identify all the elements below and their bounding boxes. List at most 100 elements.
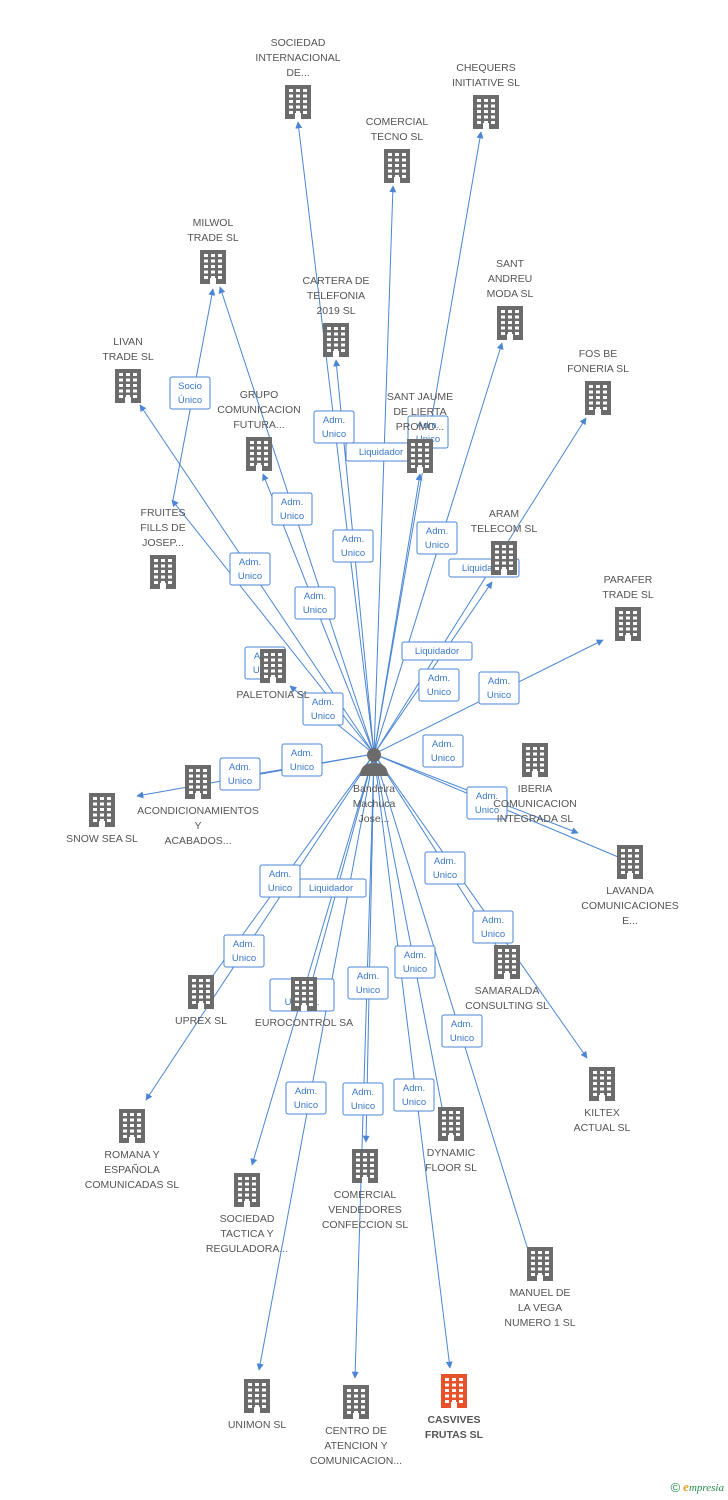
copyright-symbol: © [670,1479,681,1495]
edge-label: Liquidador [345,442,417,462]
building-icon [119,1109,145,1143]
company-name: DE... [286,67,309,79]
company-name: MODA SL [487,288,534,300]
building-icon [473,95,499,129]
edge-label-box [271,492,313,526]
edge-label-box [332,529,374,563]
company-name: LIVAN [113,336,143,348]
company-name: SANT [496,258,525,270]
company-name: CASVIVES [427,1414,480,1426]
edge-label: Liquidador [401,641,473,661]
company-name: 2019 SL [316,305,355,317]
edge-label-text: Unico [311,711,335,722]
edge-label-box [281,743,323,777]
company-name: NUMERO 1 SL [504,1317,575,1329]
edge-label: Adm.Unico [416,521,458,555]
company-name: TELEFONIA [307,290,365,302]
company-node[interactable]: GRUPOCOMUNICACIONFUTURA... [217,389,301,471]
building-icon [185,765,211,799]
company-node[interactable]: SNOW SEA SL [66,793,138,845]
edge-label-box [294,586,336,620]
edge-label-text: Adm. [417,420,439,431]
edge-label: Adm.Unico [424,851,466,885]
edge-label-text: Adm. [428,673,450,684]
company-node[interactable]: EUROCONTROL SA [255,977,353,1029]
edge-label-text: Liquidador [309,883,353,894]
company-name: ARAM [489,508,519,520]
edge-label-text: Adm. [291,748,313,759]
edge-line [256,753,375,1371]
company-name: GRUPO [240,389,279,401]
edge-label-text: Adm. [482,915,504,926]
edge-label-box [313,410,355,444]
building-icon [522,743,548,777]
edge-line [373,473,423,755]
edge-label-text: Unico [228,776,252,787]
company-name: Y [194,820,201,832]
building-icon [200,250,226,284]
brand-name: mpresia [688,1482,724,1494]
company-node[interactable]: LAVANDACOMUNICACIONESE... [581,845,679,927]
company-node[interactable]: PALETONIA SL [236,649,310,701]
company-name: MANUEL DE [510,1287,571,1299]
company-name: CENTRO DE [325,1425,387,1437]
edge-label-text: Unico [427,687,451,698]
edge-label-text: Unico [290,762,314,773]
building-icon [343,1385,369,1419]
edge-label-box [223,934,265,968]
center-node[interactable]: BandeiraMachucaJose... [353,748,396,825]
building-icon [234,1173,260,1207]
building-icon [617,845,643,879]
company-name: UPREX SL [175,1015,227,1027]
company-node[interactable]: SOCIEDADINTERNACIONALDE... [255,37,341,119]
company-name: ESPAÑOLA [104,1163,160,1176]
person-name: Jose... [359,813,390,825]
edge-label-text: Adm. [426,526,448,537]
company-name: SAMARALDA [475,985,540,997]
edge-label-text: Unico [268,883,292,894]
edge-label-box [441,1014,483,1048]
edge-line [351,753,375,1379]
building-icon [589,1067,615,1101]
edge-label-box [342,1082,384,1116]
building-icon [323,323,349,357]
company-name: SNOW SEA SL [66,833,138,845]
company-name: TRADE SL [187,232,239,244]
edge-label-text: Unico [431,753,455,764]
company-node[interactable]: ACONDICIONAMIENTOSYACABADOS... [137,765,259,847]
edge-label-text: Unico [356,985,380,996]
edge-label-text: Adm. [432,739,454,750]
company-node[interactable]: UNIMON SL [228,1379,287,1431]
edge-label-box [401,641,473,661]
building-icon [527,1247,553,1281]
building-icon [285,85,311,119]
company-name: INITIATIVE SL [452,77,520,89]
brand-initial: e [683,1479,689,1494]
edge-label-text: Adm. [312,697,334,708]
company-node[interactable]: MILWOL TRADE SL [187,217,239,284]
edge-label-text: Unico [487,690,511,701]
company-name: MILWOL [193,217,234,229]
company-node[interactable]: UPREX SL [175,975,227,1027]
